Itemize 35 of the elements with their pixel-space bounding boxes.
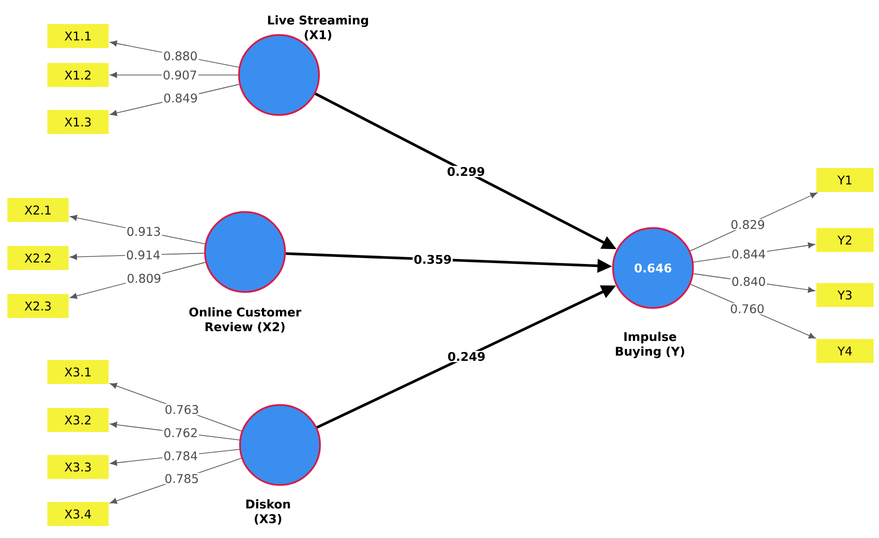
path-coefficient: 0.809 (128, 274, 160, 283)
indicator-box: Y1 (816, 168, 874, 192)
indicator-box: X2.2 (7, 246, 69, 270)
path-coefficient: 0.913 (127, 226, 160, 236)
construct-label: Impulse Buying (Y) (616, 332, 684, 358)
indicator-box: Y3 (816, 283, 874, 307)
path-coefficient: 0.760 (730, 304, 764, 314)
indicator-box: X3.2 (47, 408, 109, 432)
indicator-box: X1.2 (47, 63, 109, 87)
path-coefficient: 0.829 (731, 220, 764, 230)
path-coefficient: 0.907 (164, 70, 196, 80)
path-coefficient: 0.763 (166, 404, 198, 414)
indicator-box: X2.1 (7, 198, 69, 222)
indicator-box: X1.1 (47, 24, 109, 48)
path-coefficient: 0.840 (732, 276, 765, 286)
path-coefficient: 0.762 (164, 428, 197, 438)
indicator-box: X2.3 (7, 294, 69, 318)
path-coefficient: 0.849 (164, 93, 197, 103)
path-coefficient: 0.359 (414, 254, 451, 264)
path-coefficient: 0.249 (448, 352, 485, 362)
path-coefficient: 0.880 (164, 51, 197, 60)
construct-label: Diskon (X3) (246, 499, 290, 525)
indicator-box: Y2 (816, 228, 874, 252)
path-coefficient: 0.785 (165, 474, 198, 484)
construct-label: Live Streaming (X1) (268, 15, 368, 41)
construct-label: Online Customer Review (X2) (189, 307, 302, 333)
indicator-box: X3.3 (47, 455, 109, 479)
path-coefficient: 0.784 (164, 451, 198, 460)
path-coefficient: 0.299 (448, 166, 484, 176)
indicator-box: X1.3 (47, 110, 109, 134)
path-coefficient: 0.844 (732, 250, 766, 259)
indicator-box: X3.1 (47, 360, 109, 384)
path-coefficient: 0.914 (126, 250, 160, 260)
indicator-box: X3.4 (47, 502, 109, 526)
indicator-box: Y4 (816, 339, 874, 363)
